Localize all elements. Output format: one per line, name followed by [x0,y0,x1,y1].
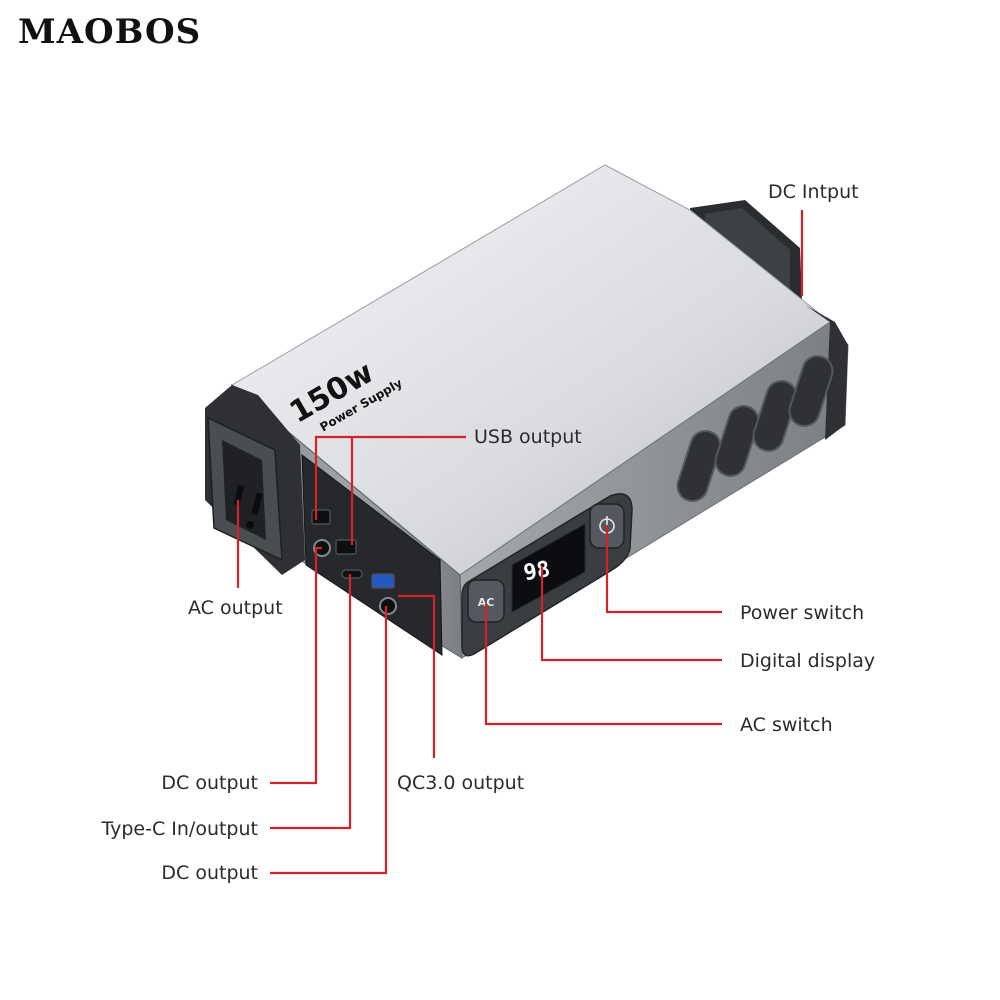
label-qc30-output: QC3.0 output [397,772,524,794]
display-value: 98 [522,557,552,586]
dc-port-2 [379,597,397,615]
leader-dc-output-2 [270,606,388,875]
vent-slots [676,355,834,502]
label-dc-input: DC Intput [768,181,859,203]
label-type-c: Type-C In/output [100,818,258,840]
ac-output-socket [207,416,283,562]
label-dc-output-1: DC output [161,772,258,794]
port-panel [301,453,443,656]
label-power-switch: Power switch [740,602,864,624]
label-digital-display: Digital display [740,650,875,672]
ac-button-label: AC [478,596,495,609]
leader-qc30-output [398,594,436,758]
label-ac-switch: AC switch [740,714,833,736]
label-ac-output: AC output [188,597,283,619]
digital-display-screen: 98 [511,523,586,613]
leader-ac-switch [484,604,722,726]
usb-port-1 [311,509,331,525]
leader-dc-output-1 [270,546,322,785]
qc30-port [371,573,395,589]
brand-logo: MAOBOS [18,12,202,52]
leader-digital-display [540,566,722,662]
label-dc-output-2: DC output [161,862,258,884]
label-usb-output: USB output [474,426,582,448]
device-right-cap [805,305,848,440]
leader-type-c [270,574,352,830]
leader-power-switch [605,526,722,614]
leader-usb-output [314,435,466,545]
type-c-port [341,569,363,579]
